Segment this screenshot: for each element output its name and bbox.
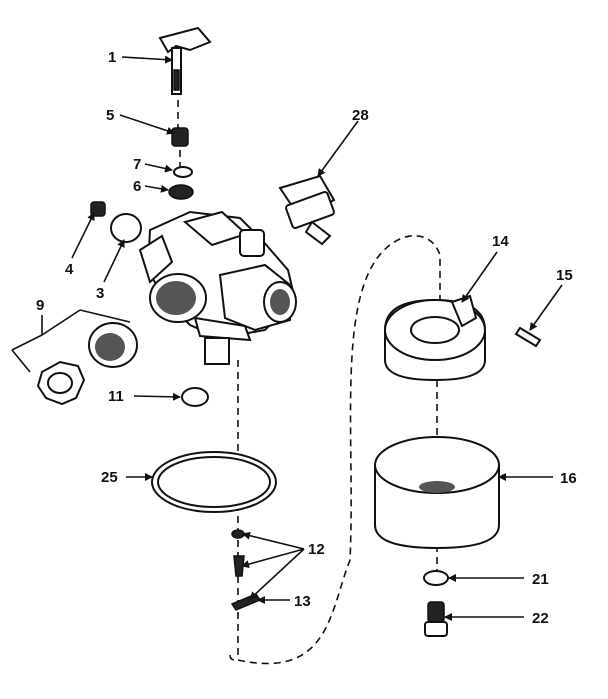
part-22-bowl-screw	[424, 601, 448, 637]
label-part-7: 7	[133, 156, 141, 173]
part-labels: 1 5 7 6 28 4 3 9 11 25 12 13 14 15 16 21…	[36, 49, 577, 627]
part-25-gasket	[151, 451, 277, 513]
part-15-pin	[514, 326, 542, 348]
label-part-13: 13	[294, 593, 311, 610]
label-part-12: 12	[308, 541, 325, 558]
label-part-6: 6	[133, 178, 141, 195]
label-part-9: 9	[36, 297, 44, 314]
label-part-4: 4	[65, 261, 74, 278]
part-9-diaphragm	[36, 322, 138, 406]
part-7-seal	[173, 166, 193, 178]
label-part-22: 22	[532, 610, 549, 627]
part-11-plug	[181, 387, 209, 407]
label-part-16: 16	[560, 470, 577, 487]
label-part-3: 3	[96, 285, 104, 302]
label-part-15: 15	[556, 267, 573, 284]
label-part-5: 5	[106, 107, 114, 124]
part-6-washer	[168, 184, 194, 200]
part-3-plate	[110, 213, 142, 243]
part-13-pin	[230, 593, 262, 611]
carburetor-body	[138, 210, 297, 365]
part-16-float-bowl	[374, 436, 500, 550]
part-28-solenoid	[278, 174, 336, 246]
label-part-1: 1	[108, 49, 116, 66]
label-part-11: 11	[108, 388, 124, 405]
label-part-28: 28	[352, 107, 369, 124]
leader-lines	[11, 55, 563, 621]
part-5-screw	[171, 127, 189, 147]
label-part-25: 25	[101, 469, 118, 486]
part-14-float	[384, 294, 486, 382]
part-21-washer	[423, 570, 449, 586]
label-part-21: 21	[532, 571, 549, 588]
label-part-14: 14	[492, 233, 509, 250]
part-throttle-shaft	[158, 26, 212, 95]
